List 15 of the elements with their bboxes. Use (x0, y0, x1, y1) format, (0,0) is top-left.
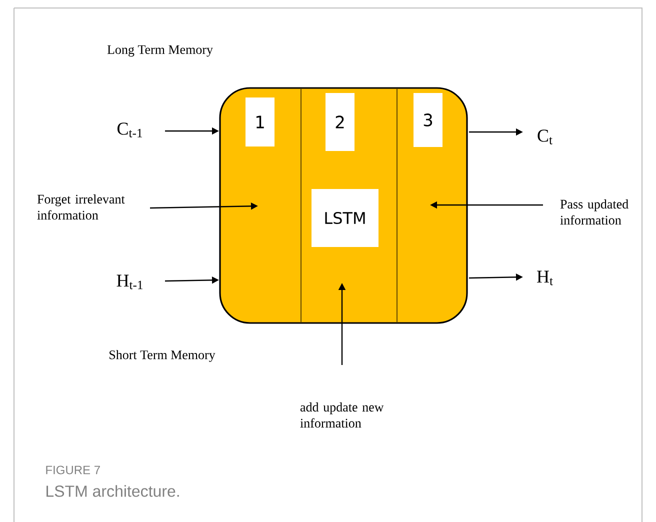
caption: LSTM architecture. (46, 485, 179, 497)
state-label: H$_{t-1}$ (116, 274, 142, 290)
number-box: 1 (246, 98, 274, 146)
input-label: add update new information (300, 402, 384, 428)
input-label: Forget irrelevant information (37, 194, 125, 220)
state-label: H$_{t}$ (537, 270, 553, 286)
memory-label: Long Term Memory (107, 45, 213, 57)
number-box: 3 (414, 93, 442, 147)
memory-label: Short Term Memory (110, 350, 216, 362)
lstm-box: LSTM (312, 189, 378, 247)
number-box: 2 (326, 93, 354, 151)
figure-number: FIGURE 7 (46, 466, 100, 474)
input-label: Pass updated information (560, 199, 628, 225)
state-label: C$_{t-1}$ (118, 122, 142, 138)
state-label: C$_{t}$ (538, 130, 552, 144)
